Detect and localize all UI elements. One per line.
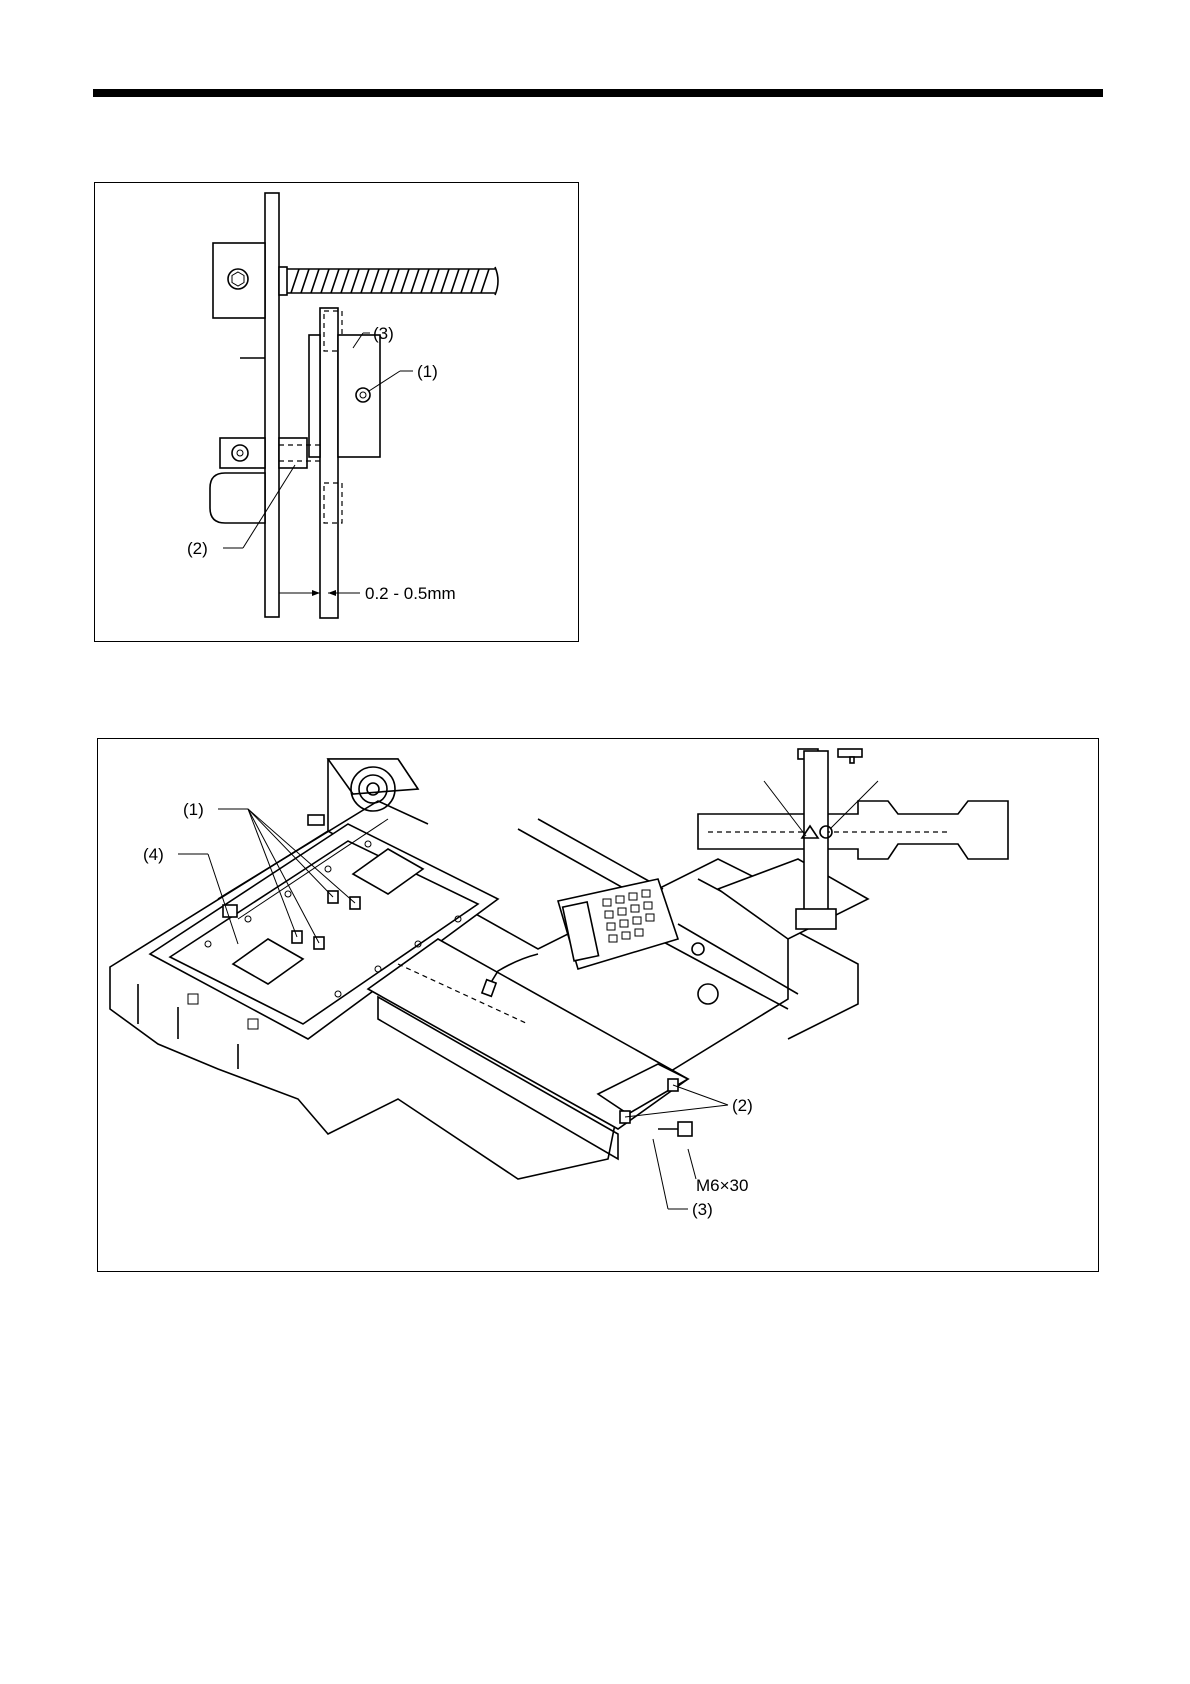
upper-bracket [213,243,265,318]
machine-frame-figure: (1) (4) (2) M6×30 (3) [97,738,1099,1272]
label-screw: M6×30 [696,1176,748,1195]
base-plate [265,193,279,617]
label-3: (3) [373,324,394,343]
moving-plate [320,308,338,618]
clearance-diagram: (3) (1) (2) 0.2 - 0.5mm [95,183,578,641]
label-2: (2) [732,1096,753,1115]
label-2: (2) [187,539,208,558]
label-4: (4) [143,845,164,864]
collar-2 [279,438,307,468]
label-1: (1) [183,800,204,819]
spring [287,267,498,295]
lower-bracket [210,473,265,523]
screw-m6x30 [658,1122,692,1136]
header-rule [93,89,1103,97]
clearance-adjustment-figure: (3) (1) (2) 0.2 - 0.5mm [94,182,579,642]
guide-block-3 [338,335,380,457]
frame-diagram: (1) (4) (2) M6×30 (3) [98,739,1098,1271]
label-clearance: 0.2 - 0.5mm [365,584,456,603]
label-1: (1) [417,362,438,381]
label-3: (3) [692,1200,713,1219]
